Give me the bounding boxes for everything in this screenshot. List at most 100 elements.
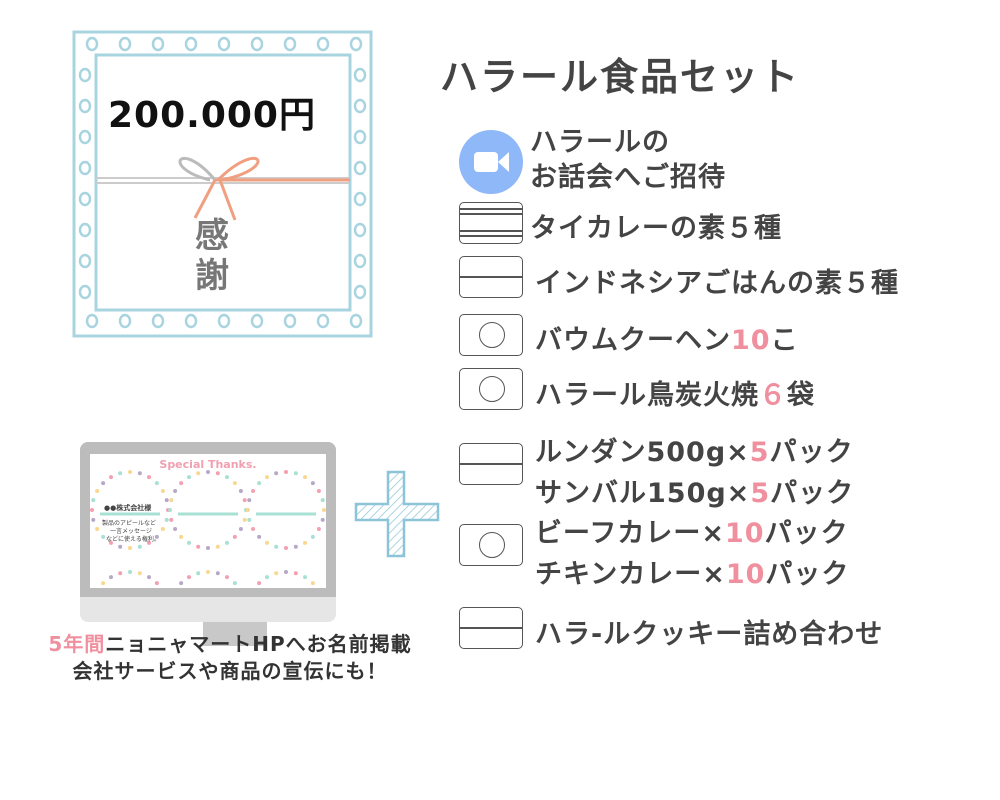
screen-dot xyxy=(137,471,142,476)
screen-dot xyxy=(147,540,151,545)
screen-dot xyxy=(232,481,237,486)
frame-dot xyxy=(353,222,367,238)
screen-dot xyxy=(206,570,210,574)
screen-dot xyxy=(215,571,220,576)
item-invite-line2: お話会へご招待 xyxy=(530,162,726,193)
monitor-stand xyxy=(203,620,267,646)
item-beef-curry: ビーフカレー×10パック xyxy=(535,518,849,549)
frame-dot xyxy=(184,313,198,329)
caption-line2: 会社サービスや商品の宣伝にも！ xyxy=(72,659,388,683)
frame-dot xyxy=(349,313,363,329)
screen-dot xyxy=(247,498,252,503)
dotted-circles-icon xyxy=(90,470,326,586)
screen-dot xyxy=(310,534,315,539)
screen-dot xyxy=(225,475,229,480)
screen-dot xyxy=(303,575,307,580)
frame-dot xyxy=(85,313,99,329)
screen-dot xyxy=(91,498,96,503)
frame-dot xyxy=(250,36,264,52)
screen-dot xyxy=(274,571,279,576)
frame-dot xyxy=(316,36,330,52)
mizuhiki-ribbon-icon xyxy=(96,156,350,221)
box-circle-icon xyxy=(459,368,523,410)
screen-desc-2: 一言メッセージ xyxy=(110,528,152,535)
screen-dot xyxy=(293,571,298,576)
screen-dot xyxy=(118,571,123,576)
screen-dot xyxy=(303,475,307,480)
frame-dot xyxy=(353,98,367,114)
screen-desc-1: 製品のアピールなど xyxy=(102,520,157,527)
screen-dot xyxy=(310,581,315,586)
screen-dot xyxy=(284,470,288,474)
screen-dot xyxy=(257,481,262,486)
screen-dot xyxy=(303,540,307,545)
box-lines-icon xyxy=(459,202,523,244)
screen-dot xyxy=(316,489,321,493)
screen-dot xyxy=(154,534,159,539)
screen-dot xyxy=(284,546,288,550)
frame-dot xyxy=(353,67,367,83)
box-circle-icon xyxy=(459,524,523,566)
screen-dot xyxy=(257,534,262,539)
screen-dot xyxy=(225,575,229,580)
caption-line1: 5年間ニョニャマートHPへお名前掲載 xyxy=(48,632,412,656)
screen-dot xyxy=(118,544,123,549)
item-sambal: サンバル150g×5パック xyxy=(535,478,855,509)
frame-dot xyxy=(78,160,92,176)
frame-dot xyxy=(353,160,367,176)
screen-dot xyxy=(90,508,94,512)
screen-dot xyxy=(225,540,229,545)
frame-dot xyxy=(151,313,165,329)
screen-dot xyxy=(215,471,220,476)
frame-dot xyxy=(283,313,297,329)
screen-dot xyxy=(173,489,178,493)
screen-dot xyxy=(169,498,174,503)
screen-dot xyxy=(265,540,269,545)
frame-dot xyxy=(78,67,92,83)
frame-dot xyxy=(85,36,99,52)
screen-dot xyxy=(320,517,325,522)
frame-dot xyxy=(316,313,330,329)
screen-dot xyxy=(160,527,165,531)
screen-dot xyxy=(179,481,184,486)
frame-dot xyxy=(184,36,198,52)
item-rendang: ルンダン500g×5パック xyxy=(535,437,854,468)
video-camera-icon xyxy=(459,130,523,194)
screen-dot xyxy=(284,570,288,574)
screen-dot xyxy=(95,527,100,531)
screen-dot xyxy=(274,471,279,476)
screen-dot xyxy=(265,575,269,580)
monitor: Special Thanks. ●●株式会社様 製品のアピールなど 一言メッセー… xyxy=(80,442,336,622)
screen-dot xyxy=(187,540,191,545)
frame-dot xyxy=(250,313,264,329)
screen-dot xyxy=(137,544,142,549)
frame-dot xyxy=(217,313,231,329)
screen-dot xyxy=(251,489,256,493)
frame-dot xyxy=(349,36,363,52)
screen-dot xyxy=(242,517,247,522)
screen-dot xyxy=(187,575,191,580)
screen-title: Special Thanks. xyxy=(159,458,257,471)
screen-dot xyxy=(154,581,159,586)
screen-dot xyxy=(168,508,172,512)
screen-dot xyxy=(247,517,252,522)
item-chicken-curry: チキンカレー×10パック xyxy=(535,559,850,590)
screen-dot xyxy=(238,527,243,531)
screen-dot xyxy=(164,498,169,503)
screen-company: ●●株式会社様 xyxy=(104,504,152,512)
screen-dot xyxy=(293,471,298,476)
item-chicken: ハラール鳥炭火焼６袋 xyxy=(535,380,815,411)
gift-card: 200.000円 感謝 xyxy=(70,28,375,340)
screen-dot xyxy=(154,481,159,486)
screen-dot xyxy=(238,489,243,493)
screen-dot xyxy=(128,570,132,574)
screen-dot xyxy=(147,575,151,580)
gift-thanks: 感謝 xyxy=(195,216,229,296)
screen-dot xyxy=(196,544,201,549)
frame-dot xyxy=(78,222,92,238)
page-title: ハラール食品セット xyxy=(440,55,801,99)
screen-dot xyxy=(206,546,210,550)
item-thai-curry: タイカレーの素５種 xyxy=(530,213,782,244)
screen-dot xyxy=(109,575,113,580)
screen-dot xyxy=(173,527,178,531)
